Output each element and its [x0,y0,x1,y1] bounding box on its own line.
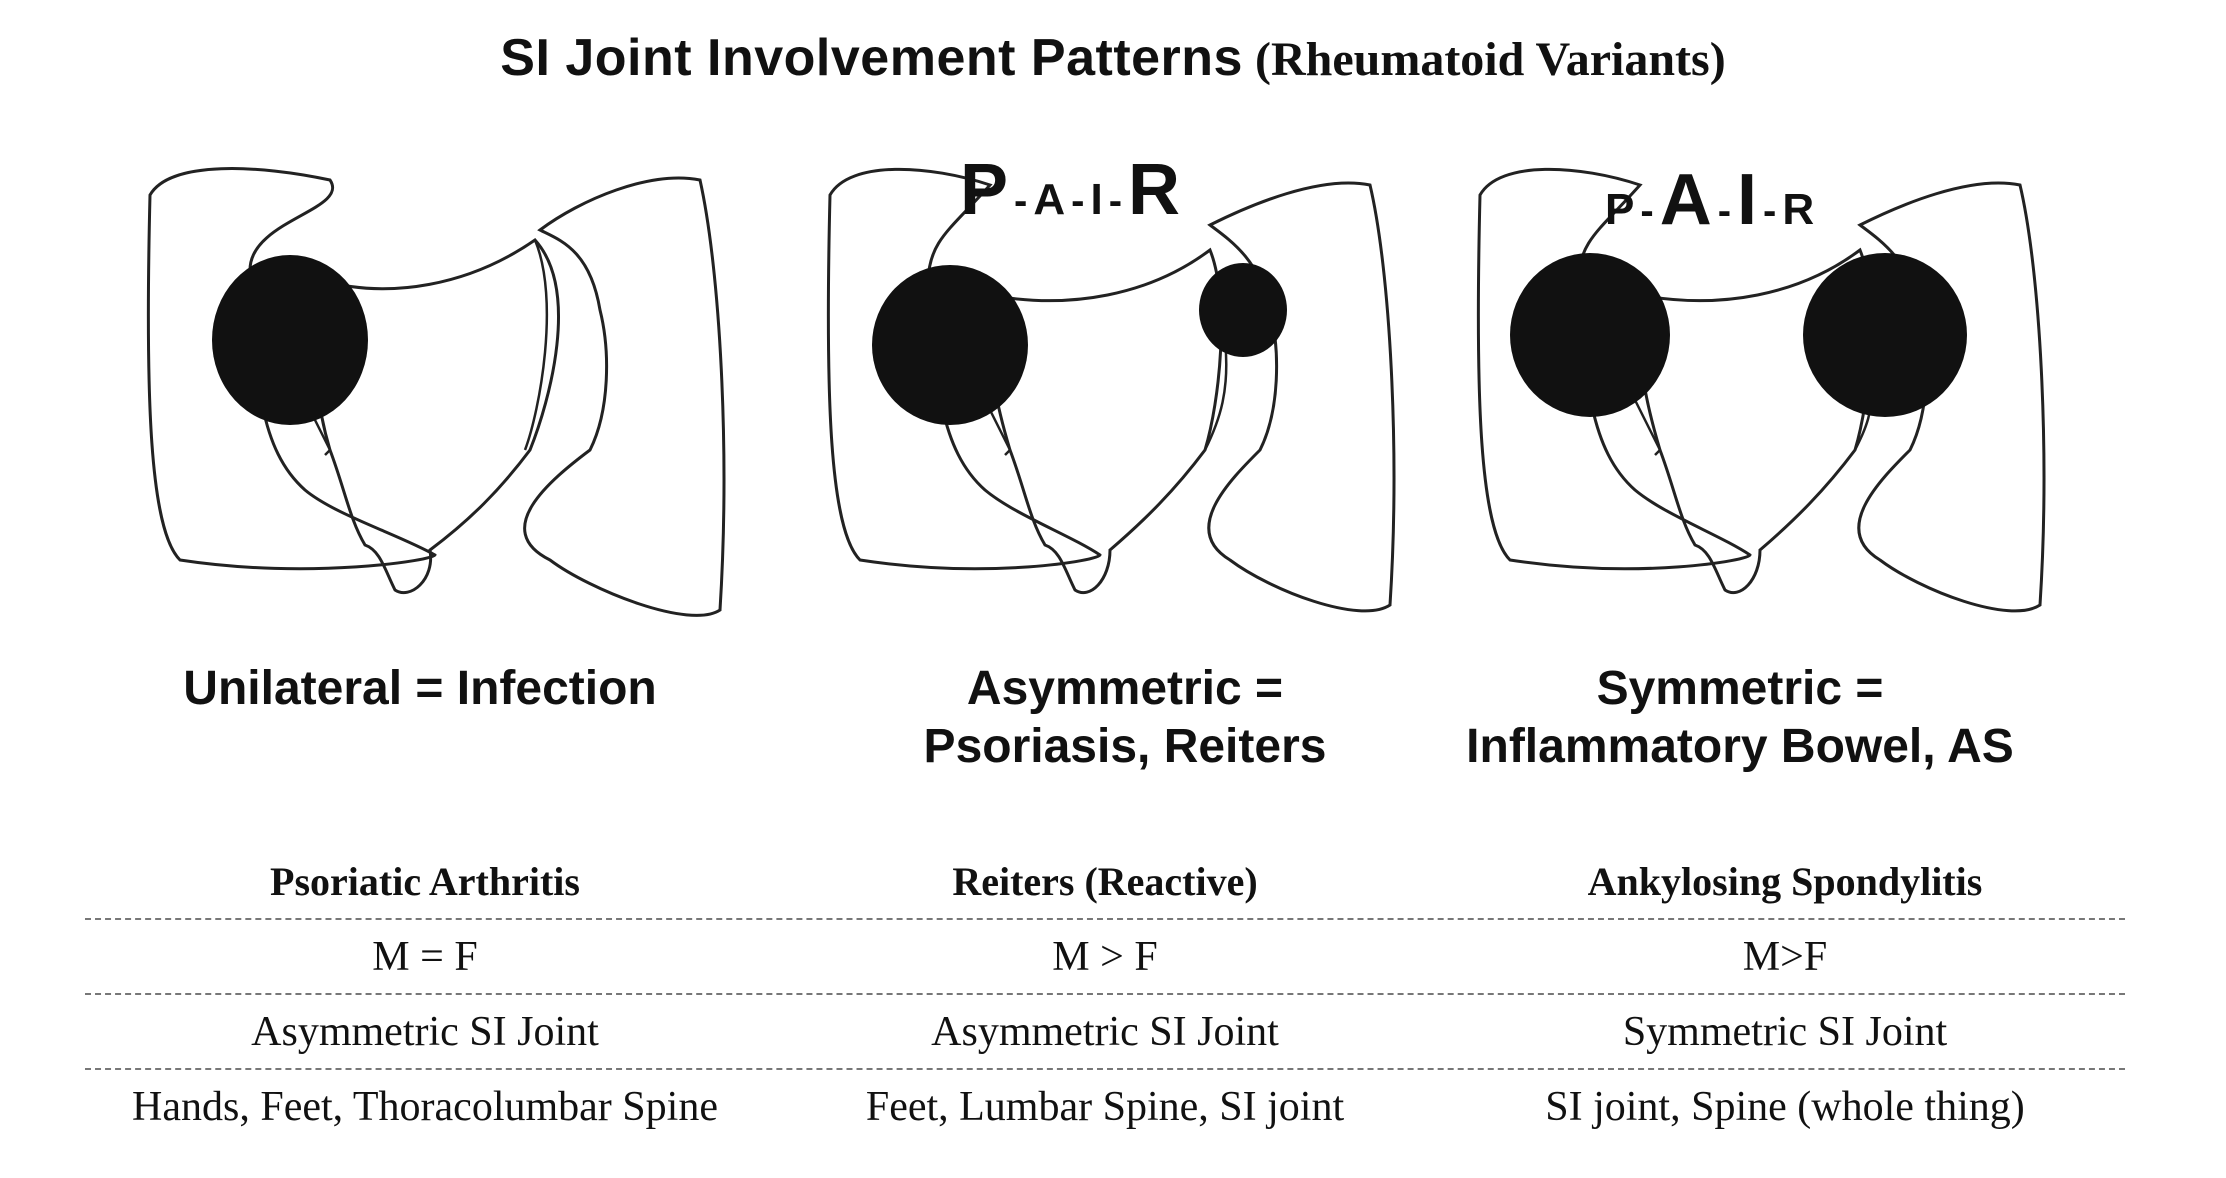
table-cell: Hands, Feet, Thoracolumbar Spine [132,1083,718,1130]
table-cell: SI joint, Spine (whole thing) [1545,1083,2025,1130]
title-main: SI Joint Involvement Patterns [500,29,1243,87]
table-cell: M>F [1742,933,1828,980]
caption-unilateral: Unilateral = Infection [100,660,740,718]
table-cell: Feet, Lumbar Spine, SI joint [865,1083,1345,1130]
left-si-joint-lesion-large [872,265,1028,425]
caption-asymmetric: Asymmetric = Psoriasis, Reiters [805,660,1445,776]
mnemonic-dash: - [1071,179,1085,223]
caption-line1: Asymmetric = [966,662,1284,715]
mnemonic-letter-i: I [1090,175,1103,224]
caption-line1: Unilateral = Infection [183,662,657,715]
right-si-joint-line [523,239,549,451]
mnemonic-dash: - [1014,179,1028,223]
right-si-joint-lesion [1803,253,1967,417]
pelvis-drawing-symmetric [1476,167,2046,613]
table-cell: Asymmetric SI Joint [931,1008,1279,1055]
sacrum-outline [987,247,1223,594]
mnemonic-dash: - [1717,189,1732,233]
left-ilium-outline [1476,167,1752,571]
mnemonic-pair-pr: P-A-I-R [960,154,1180,226]
caption-line1: Symmetric = [1596,662,1884,715]
pelvis-panel-symmetric: P-A-I-R [1460,150,2060,670]
mnemonic-dash: - [1640,189,1654,233]
table-header-cell: Psoriatic Arthritis [270,859,580,904]
mnemonic-letter-a: A [1033,175,1066,224]
mnemonic-letter-i: I [1737,160,1758,240]
left-si-joint-lesion [1510,253,1670,417]
pelvis-panel-unilateral [130,150,730,670]
comparison-table: Psoriatic Arthritis Reiters (Reactive) A… [85,845,2125,1143]
table-cell: Symmetric SI Joint [1622,1008,1948,1055]
mnemonic-letter-p: P [960,150,1009,230]
caption-line2: Inflammatory Bowel, AS [1466,720,2014,773]
table-cell: M = F [372,933,478,980]
pelvis-panel-asymmetric: P-A-I-R [810,150,1410,670]
table-row: Asymmetric SI Joint Asymmetric SI Joint … [85,995,2125,1070]
left-si-joint-line [1633,399,1662,456]
table-cell: Asymmetric SI Joint [251,1008,599,1055]
left-si-joint-lesion [212,255,368,425]
pelvis-drawing-unilateral [146,167,726,617]
mnemonic-pair-ai: P-A-I-R [1605,164,1814,236]
pelvis-drawing-asymmetric [826,167,1396,613]
caption-symmetric: Symmetric = Inflammatory Bowel, AS [1420,660,2060,776]
right-si-joint-lesion-small [1199,263,1287,357]
table-header-row: Psoriatic Arthritis Reiters (Reactive) A… [85,845,2125,920]
diagram-title: SI Joint Involvement Patterns (Rheumatoi… [0,28,2226,88]
mnemonic-dash: - [1763,189,1777,233]
mnemonic-letter-p: P [1605,185,1635,234]
table-row: Hands, Feet, Thoracolumbar Spine Feet, L… [85,1070,2125,1143]
mnemonic-letter-r: R [1128,150,1181,230]
right-ilium-outline [1207,181,1396,613]
right-ilium-outline [523,176,726,617]
mnemonic-letter-a: A [1659,160,1712,240]
left-ilium-outline [146,167,437,571]
table-row: M = F M > F M>F [85,920,2125,995]
right-si-joint-line [1203,339,1228,451]
table-header-cell: Ankylosing Spondylitis [1587,859,1983,904]
mnemonic-letter-r: R [1782,185,1815,234]
title-subtitle: (Rheumatoid Variants) [1254,33,1726,86]
sacrum-outline [1637,247,1873,594]
caption-line2: Psoriasis, Reiters [923,720,1327,773]
table-header-cell: Reiters (Reactive) [952,859,1258,904]
left-si-joint-line [983,399,1012,456]
right-ilium-outline [1857,181,2046,613]
left-ilium-outline [826,167,1102,571]
table-cell: M > F [1052,933,1158,980]
mnemonic-dash: - [1108,179,1123,223]
